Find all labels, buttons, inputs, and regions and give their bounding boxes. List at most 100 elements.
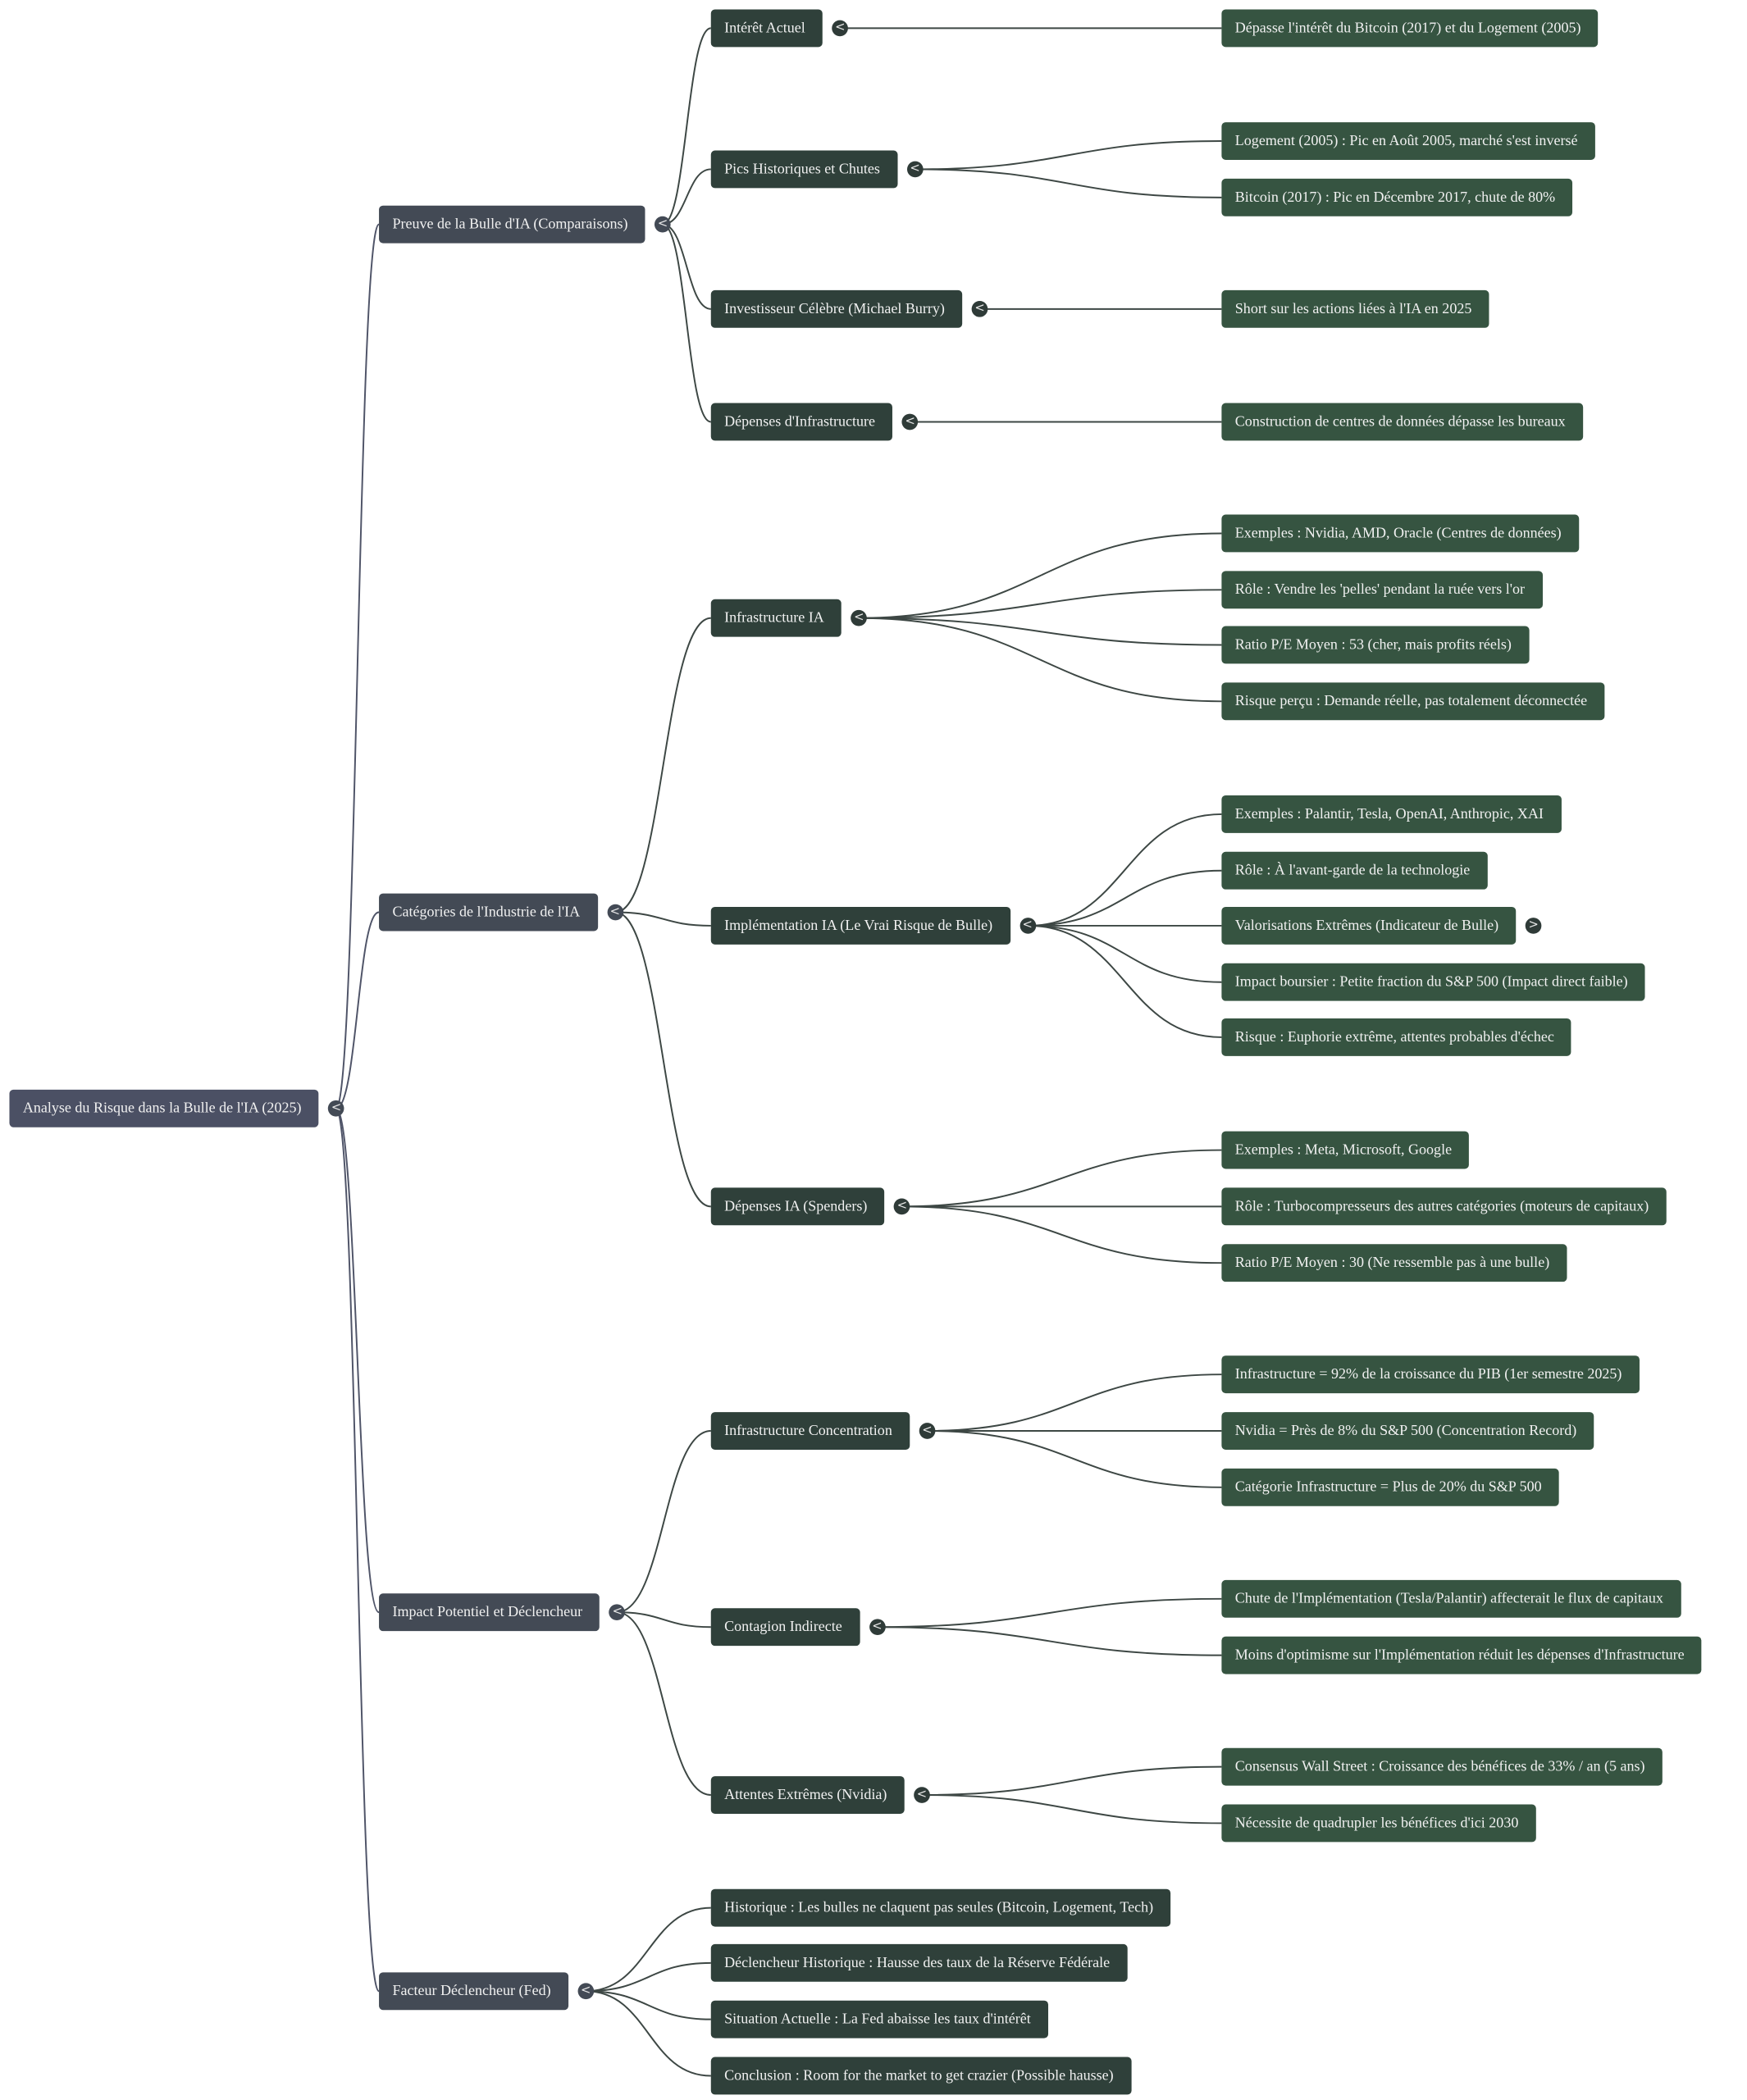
collapse-icon[interactable]: < (971, 301, 988, 317)
topic-node[interactable]: Contagion Indirecte< (710, 1608, 886, 1647)
leaf-node[interactable]: Valorisations Extrêmes (Indicateur de Bu… (1221, 906, 1542, 945)
leaf-node[interactable]: Nécessite de quadrupler les bénéfices d'… (1221, 1804, 1536, 1843)
connector-line (927, 1373, 1222, 1432)
collapse-icon[interactable]: < (914, 1787, 930, 1803)
connector-line (915, 168, 1222, 198)
branch-node[interactable]: Catégories de l'Industrie de l'IA < (379, 893, 623, 932)
leaf-node[interactable]: Exemples : Nvidia, AMD, Oracle (Centres … (1221, 514, 1580, 553)
node-label: Rôle : À l'avant-garde de la technologie (1234, 862, 1471, 879)
topic-node[interactable]: Dépenses IA (Spenders) < (710, 1187, 910, 1226)
node-label: Dépenses d'Infrastructure (724, 413, 876, 430)
node-label: Exemples : Palantir, Tesla, OpenAI, Anth… (1234, 806, 1544, 822)
collapse-icon[interactable]: < (851, 609, 868, 626)
node-label: Intérêt Actuel (724, 20, 805, 37)
branch-node[interactable]: Facteur Déclencheur (Fed) < (379, 1972, 595, 2011)
node-label: Déclencheur Historique : Hausse des taux… (724, 1955, 1111, 1971)
connector-line (927, 1430, 1222, 1488)
leaf-node[interactable]: Catégorie Infrastructure = Plus de 20% d… (1221, 1468, 1559, 1506)
node-label: Pics Historiques et Chutes (724, 161, 880, 178)
node-label: Attentes Extrêmes (Nvidia) (724, 1787, 887, 1803)
collapse-icon[interactable]: < (606, 904, 623, 921)
node-label: Dépasse l'intérêt du Bitcoin (2017) et d… (1234, 20, 1581, 37)
connector-line (922, 1765, 1222, 1797)
connector-line (1028, 924, 1222, 983)
topic-node[interactable]: Conclusion : Room for the market to get … (710, 2057, 1131, 2095)
leaf-node[interactable]: Exemples : Meta, Microsoft, Google (1221, 1131, 1470, 1169)
node-label: Implémentation IA (Le Vrai Risque de Bul… (724, 918, 993, 934)
connector-line (915, 140, 1222, 171)
leaf-node[interactable]: Bitcoin (2017) : Pic en Décembre 2017, c… (1221, 178, 1573, 216)
node-label: Ratio P/E Moyen : 53 (cher, mais profits… (1234, 636, 1512, 654)
leaf-node[interactable]: Short sur les actions liées à l'IA en 20… (1221, 289, 1489, 328)
node-label: Rôle : Vendre les 'pelles' pendant la ru… (1234, 581, 1526, 599)
node-label: Historique : Les bulles ne claquent pas … (724, 1899, 1154, 1916)
leaf-node[interactable]: Infrastructure = 92% de la croissance du… (1221, 1355, 1640, 1394)
collapse-icon[interactable]: < (919, 1423, 936, 1439)
leaf-node[interactable]: Rôle : À l'avant-garde de la technologie (1221, 851, 1488, 890)
node-label: Dépenses IA (Spenders) (724, 1198, 868, 1215)
collapse-icon[interactable]: < (577, 1983, 595, 2000)
connector-line (662, 223, 711, 310)
node-label: Situation Actuelle : La Fed abaisse les … (724, 2011, 1031, 2028)
connector-line (859, 589, 1222, 619)
leaf-node[interactable]: Rôle : Turbocompresseurs des autres caté… (1221, 1187, 1667, 1226)
leaf-node[interactable]: Rôle : Vendre les 'pelles' pendant la ru… (1221, 571, 1543, 609)
root-node[interactable]: Analyse du Risque dans la Bulle de l'IA … (9, 1089, 344, 1127)
topic-node[interactable]: Situation Actuelle : La Fed abaisse les … (710, 2000, 1049, 2039)
topic-node[interactable]: Attentes Extrêmes (Nvidia) < (710, 1776, 930, 1814)
node-label: Valorisations Extrêmes (Indicateur de Bu… (1234, 918, 1499, 934)
leaf-node[interactable]: Risque perçu : Demande réelle, pas total… (1221, 682, 1605, 721)
leaf-node[interactable]: Chute de l'Implémentation (Tesla/Palanti… (1221, 1579, 1681, 1618)
branch-node[interactable]: Preuve de la Bulle d'IA (Comparaisons)< (379, 205, 671, 244)
topic-node[interactable]: Implémentation IA (Le Vrai Risque de Bul… (710, 906, 1036, 945)
collapse-icon[interactable]: < (655, 216, 671, 233)
topic-node[interactable]: Pics Historiques et Chutes < (710, 150, 924, 189)
branch-node[interactable]: Impact Potentiel et Déclencheur < (379, 1593, 626, 1632)
leaf-node[interactable]: Risque : Euphorie extrême, attentes prob… (1221, 1018, 1572, 1056)
collapse-icon[interactable]: < (901, 413, 919, 430)
node-label: Facteur Déclencheur (Fed) (392, 1983, 551, 2000)
leaf-node[interactable]: Impact boursier : Petite fraction du S&P… (1221, 963, 1645, 1001)
leaf-node[interactable]: Consensus Wall Street : Croissance des b… (1221, 1747, 1663, 1786)
leaf-node[interactable]: Construction de centres de données dépas… (1221, 403, 1583, 441)
node-label: Catégories de l'Industrie de l'IA (392, 904, 581, 921)
collapse-icon[interactable]: < (894, 1198, 910, 1215)
connector-line (335, 1107, 380, 1993)
collapse-icon[interactable]: < (1019, 918, 1036, 934)
collapse-icon[interactable]: < (906, 161, 924, 178)
leaf-node[interactable]: Nvidia = Près de 8% du S&P 500 (Concentr… (1221, 1412, 1594, 1450)
connector-line (615, 911, 711, 1208)
collapse-icon[interactable]: < (328, 1100, 344, 1117)
leaf-node[interactable]: Logement (2005) : Pic en Août 2005, marc… (1221, 122, 1595, 160)
connector-line (586, 1906, 711, 1993)
node-label: Ratio P/E Moyen : 30 (Ne ressemble pas à… (1234, 1255, 1550, 1272)
node-label: Impact Potentiel et Déclencheur (392, 1604, 583, 1621)
connector-line (1028, 869, 1222, 927)
connector-line (877, 1597, 1222, 1629)
node-label: Infrastructure IA (724, 609, 824, 626)
leaf-node[interactable]: Ratio P/E Moyen : 30 (Ne ressemble pas à… (1221, 1244, 1567, 1282)
leaf-node[interactable]: Exemples : Palantir, Tesla, OpenAI, Anth… (1221, 795, 1562, 833)
leaf-node[interactable]: Moins d'optimisme sur l'Implémentation r… (1221, 1636, 1702, 1674)
connector-line (335, 223, 380, 1109)
expand-icon[interactable]: > (1525, 918, 1542, 934)
topic-node[interactable]: Infrastructure Concentration< (710, 1412, 936, 1450)
connector-line (662, 223, 712, 423)
connector-line (335, 911, 380, 1109)
collapse-icon[interactable]: < (609, 1604, 626, 1621)
topic-node[interactable]: Déclencheur Historique : Hausse des taux… (710, 1943, 1128, 1982)
topic-node[interactable]: Dépenses d'Infrastructure < (710, 403, 919, 441)
leaf-node[interactable]: Dépasse l'intérêt du Bitcoin (2017) et d… (1221, 9, 1599, 48)
node-label: Analyse du Risque dans la Bulle de l'IA … (22, 1100, 302, 1117)
connector-line (901, 1205, 1222, 1264)
topic-node[interactable]: Intérêt Actuel < (710, 9, 849, 48)
collapse-icon[interactable]: < (832, 20, 849, 37)
node-label: Catégorie Infrastructure = Plus de 20% d… (1234, 1478, 1542, 1496)
topic-node[interactable]: Investisseur Célèbre (Michael Burry)< (710, 289, 988, 328)
connector-line (1028, 813, 1222, 927)
leaf-node[interactable]: Ratio P/E Moyen : 53 (cher, mais profits… (1221, 626, 1530, 664)
topic-node[interactable]: Infrastructure IA < (710, 599, 868, 637)
connector-line (617, 1430, 711, 1614)
collapse-icon[interactable]: < (869, 1619, 886, 1636)
topic-node[interactable]: Historique : Les bulles ne claquent pas … (710, 1888, 1171, 1927)
